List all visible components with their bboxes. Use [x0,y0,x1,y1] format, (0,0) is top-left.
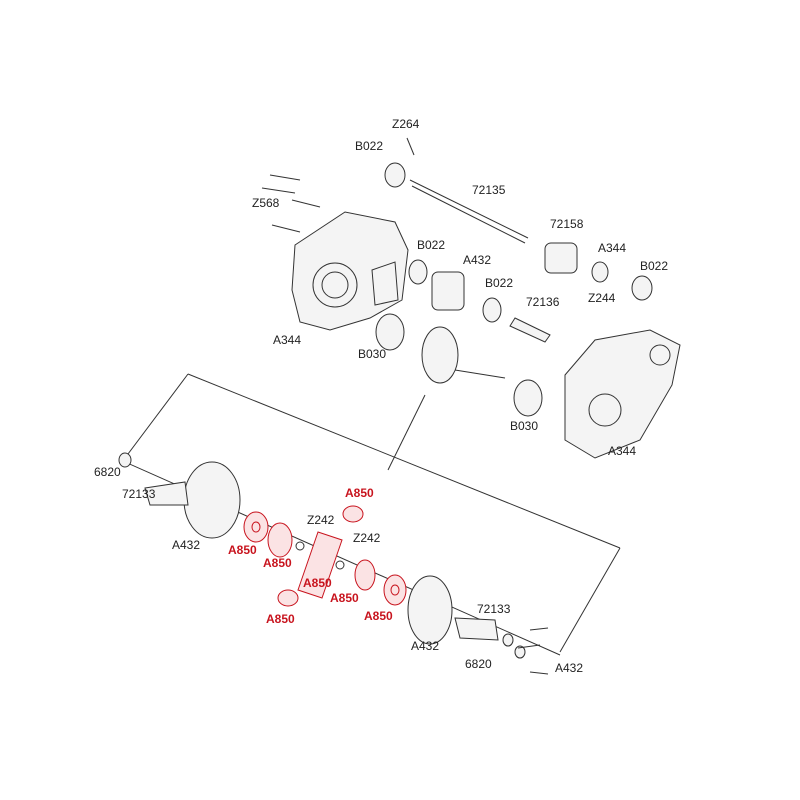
part-label: B030 [510,419,539,433]
part-label: A344 [608,444,637,458]
screws-right [517,627,549,675]
part-label: 72135 [472,183,506,197]
part-label: 72158 [550,217,584,231]
part-label: A344 [273,333,302,347]
part-label: 72133 [477,602,511,616]
part-label-highlighted: A850 [266,612,295,626]
part-label: B022 [485,276,514,290]
part-label: Z568 [252,196,280,210]
part-label-highlighted: A850 [330,591,359,605]
part-label: Z242 [307,513,335,527]
screws-z568 [261,174,321,233]
part-label: B022 [640,259,669,273]
part-label: Z242 [353,531,381,545]
part-label: B022 [355,139,384,153]
part-label-highlighted: A850 [364,609,393,623]
part-label: 72133 [122,487,156,501]
part-label: A432 [555,661,584,675]
part-label: Z244 [588,291,616,305]
part-label: Z264 [392,117,420,131]
part-label: B022 [417,238,446,252]
pins-z242 [295,541,345,570]
part-label: 72136 [526,295,560,309]
part-label-highlighted: A850 [263,556,292,570]
part-label: A344 [598,241,627,255]
part-label: 6820 [465,657,492,671]
shaft-72135 [384,137,529,244]
differential-a850-parts [243,505,407,607]
gears-and-bearings [118,242,653,659]
part-label-highlighted: A850 [228,543,257,557]
part-label: A432 [463,253,492,267]
part-label: A432 [172,538,201,552]
left-gearbox-housing [291,211,409,331]
right-gearbox-housing [564,329,681,459]
part-label: B030 [358,347,387,361]
part-label-highlighted: A850 [303,576,332,590]
part-label: A432 [411,639,440,653]
part-label-highlighted: A850 [345,486,374,500]
part-label: 6820 [94,465,121,479]
